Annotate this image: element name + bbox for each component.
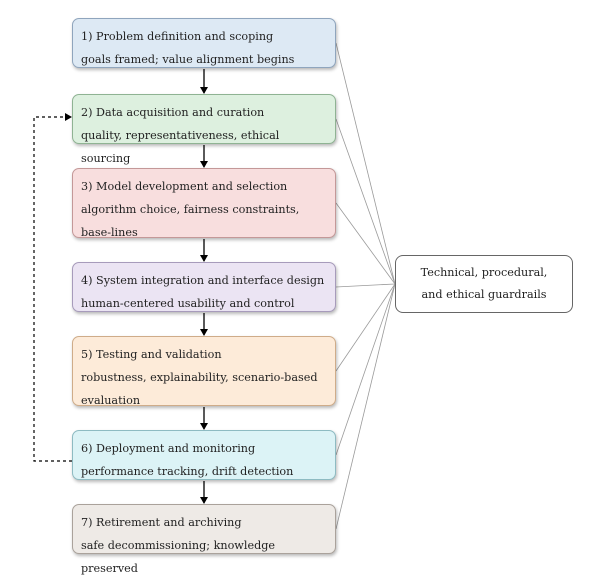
guardrail-link-7 [335, 283, 396, 530]
stage-description: human-centered usability and control [81, 297, 295, 310]
stage-title: 2) Data acquisition and curation [81, 106, 265, 119]
stage-box-system-integration: 4) System integration and interface desi… [72, 262, 336, 312]
stage-box-data-acquisition: 2) Data acquisition and curation quality… [72, 94, 336, 165]
feedback-loop-arrow [33, 113, 72, 462]
guardrail-link-1 [335, 42, 396, 285]
stage-box-model-development: 3) Model development and selection algor… [72, 168, 336, 239]
guardrail-link-2 [335, 118, 396, 285]
stage-title: 5) Testing and validation [81, 348, 222, 361]
stage-description: goals framed; value alignment begins [81, 53, 295, 66]
guardrail-link-4 [335, 283, 396, 288]
stage-title: 3) Model development and selection [81, 180, 288, 193]
stage-box-testing-validation: 5) Testing and validation robustness, ex… [72, 336, 336, 407]
guardrails-line-2: and ethical guardrails [421, 288, 547, 301]
stage-description: algorithm choice, fairness constraints, … [81, 203, 300, 239]
stage-box-retirement-archiving: 7) Retirement and archiving safe decommi… [72, 504, 336, 575]
guardrails-box: Technical, procedural, and ethical guard… [395, 255, 573, 313]
guardrail-link-5 [335, 283, 396, 372]
stage-box-problem-definition: 1) Problem definition and scoping goals … [72, 18, 336, 68]
guardrail-link-3 [335, 202, 396, 285]
stage-title: 4) System integration and interface desi… [81, 274, 325, 287]
stage-description: quality, representativeness, ethical sou… [81, 129, 280, 165]
stage-title: 7) Retirement and archiving [81, 516, 242, 529]
stage-title: 6) Deployment and monitoring [81, 442, 256, 455]
stage-description: robustness, explainability, scenario-bas… [81, 371, 318, 407]
stage-box-deployment-monitoring: 6) Deployment and monitoring performance… [72, 430, 336, 480]
guardrails-line-1: Technical, procedural, [420, 266, 548, 279]
guardrail-link-6 [335, 283, 396, 456]
stage-description: safe decommissioning; knowledge preserve… [81, 539, 276, 575]
stage-description: performance tracking, drift detection [81, 465, 294, 478]
lifecycle-diagram: 1) Problem definition and scoping goals … [33, 18, 573, 575]
stage-title: 1) Problem definition and scoping [81, 30, 274, 43]
